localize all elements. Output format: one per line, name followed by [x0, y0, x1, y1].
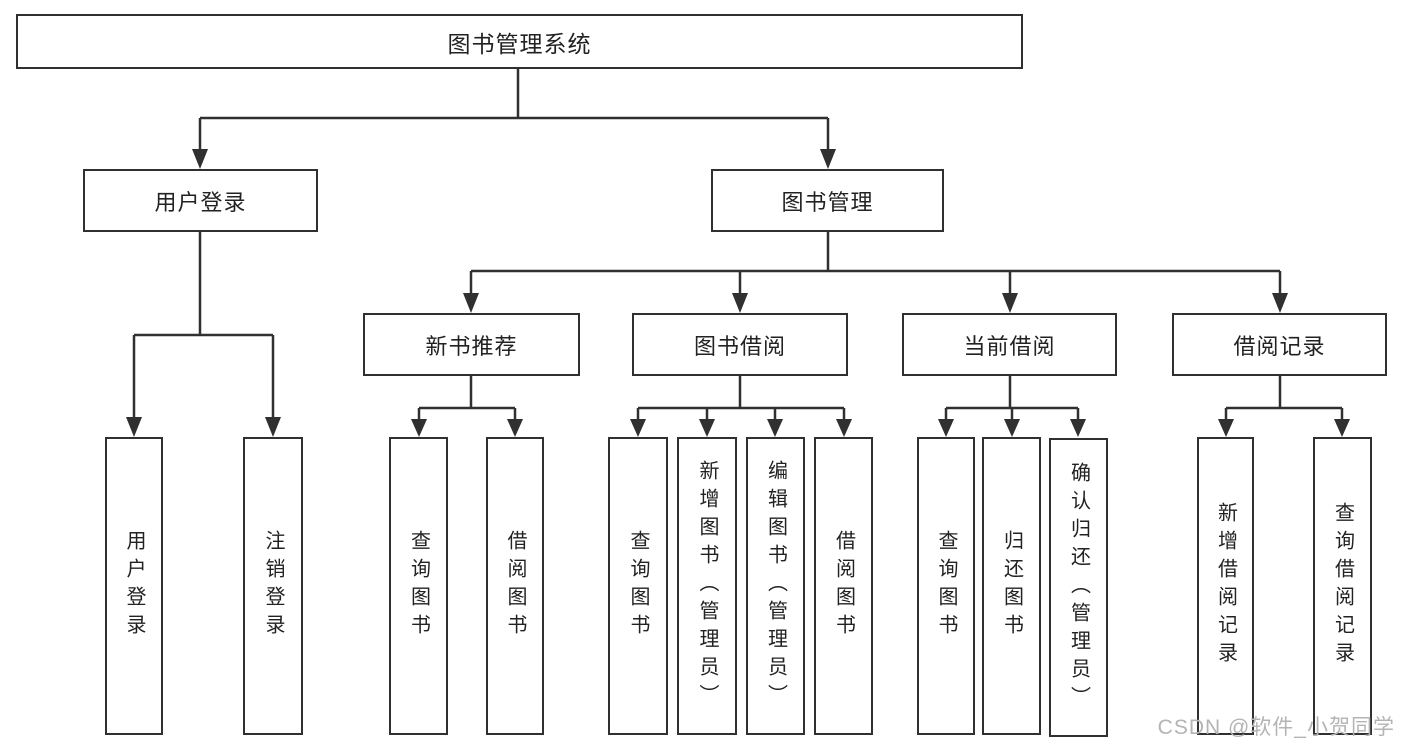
leaf-label: 确认归还（管理员） [1067, 461, 1090, 714]
leaf-query-borrow-record: 查询借阅记录 [1313, 437, 1372, 735]
leaf-logout: 注销登录 [243, 437, 303, 735]
node-label: 当前借阅 [963, 333, 1056, 359]
leaf-add-book-admin: 新增图书（管理员） [677, 437, 737, 735]
connector-lines [636, 376, 846, 422]
node-book-management: 图书管理 [711, 169, 944, 232]
connector-root-to-branches [192, 68, 836, 169]
connector-records-to-leaves [1218, 376, 1350, 437]
leaf-query-books-borrow: 查询图书 [608, 437, 668, 735]
leaf-query-books-recommend: 查询图书 [389, 437, 448, 735]
leaf-return-books: 归还图书 [982, 437, 1041, 735]
leaf-label: 借阅图书 [504, 530, 526, 642]
connector-current-to-leaves [938, 376, 1086, 437]
arrowhead [463, 293, 479, 313]
arrowhead [836, 419, 852, 437]
arrowhead [265, 417, 281, 437]
leaf-label: 查询图书 [935, 530, 957, 642]
arrowhead [938, 419, 954, 437]
leaf-label: 新增图书（管理员） [696, 460, 718, 712]
leaf-label: 查询图书 [407, 530, 430, 642]
connector-lines [417, 376, 517, 422]
leaf-query-books-current: 查询图书 [917, 437, 975, 735]
arrowhead [1002, 293, 1018, 313]
node-label: 新书推荐 [425, 333, 518, 359]
leaf-add-borrow-record: 新增借阅记录 [1197, 437, 1254, 735]
leaf-label: 归还图书 [1000, 530, 1023, 642]
node-borrow-records: 借阅记录 [1172, 313, 1387, 376]
node-label: 图书借阅 [693, 333, 786, 359]
arrowhead [126, 417, 142, 437]
connector-login-to-leaves [126, 232, 281, 437]
node-label: 用户登录 [154, 189, 247, 215]
connector-lines [944, 376, 1080, 422]
connector-lines [132, 232, 275, 420]
arrowhead [192, 149, 208, 169]
leaf-label: 查询借阅记录 [1331, 502, 1354, 670]
leaf-edit-book-admin: 编辑图书（管理员） [746, 437, 805, 735]
leaf-confirm-return-admin: 确认归还（管理员） [1049, 438, 1108, 737]
connector-recommend-to-leaves [411, 376, 523, 437]
arrowhead [507, 419, 523, 437]
node-user-login: 用户登录 [83, 169, 318, 232]
node-new-book-recommend: 新书推荐 [363, 313, 580, 376]
connector-management-to-sections [463, 232, 1288, 313]
leaf-label: 借阅图书 [832, 530, 855, 642]
arrowhead [411, 419, 427, 437]
connector-lines [1224, 376, 1344, 422]
csdn-watermark: CSDN @软件_小贺同学 [1157, 716, 1395, 739]
arrowhead [1218, 419, 1234, 437]
arrowhead [699, 419, 715, 437]
node-label: 图书管理系统 [447, 30, 592, 57]
arrowhead [630, 419, 646, 437]
leaf-label: 新增借阅记录 [1214, 502, 1237, 670]
node-book-borrow: 图书借阅 [632, 313, 848, 376]
leaf-borrow-books-recommend: 借阅图书 [486, 437, 544, 735]
leaf-borrow-books: 借阅图书 [814, 437, 873, 735]
arrowhead [732, 293, 748, 313]
arrowhead [1070, 419, 1086, 437]
arrowhead [1334, 419, 1350, 437]
leaf-user-login: 用户登录 [105, 437, 163, 735]
arrowhead [767, 419, 783, 437]
leaf-label: 用户登录 [123, 530, 145, 642]
node-label: 图书管理 [781, 189, 874, 215]
arrowhead [1004, 419, 1020, 437]
arrowhead [820, 149, 836, 169]
connector-bookborrow-to-leaves [630, 376, 852, 437]
node-library-management-system: 图书管理系统 [16, 14, 1023, 69]
leaf-label: 查询图书 [627, 530, 649, 642]
node-current-borrow: 当前借阅 [902, 313, 1117, 376]
leaf-label: 注销登录 [262, 530, 284, 642]
node-label: 借阅记录 [1233, 333, 1326, 359]
arrowhead [1272, 293, 1288, 313]
connector-lines [198, 68, 830, 152]
connector-lines [469, 232, 1282, 296]
leaf-label: 编辑图书（管理员） [764, 460, 787, 712]
